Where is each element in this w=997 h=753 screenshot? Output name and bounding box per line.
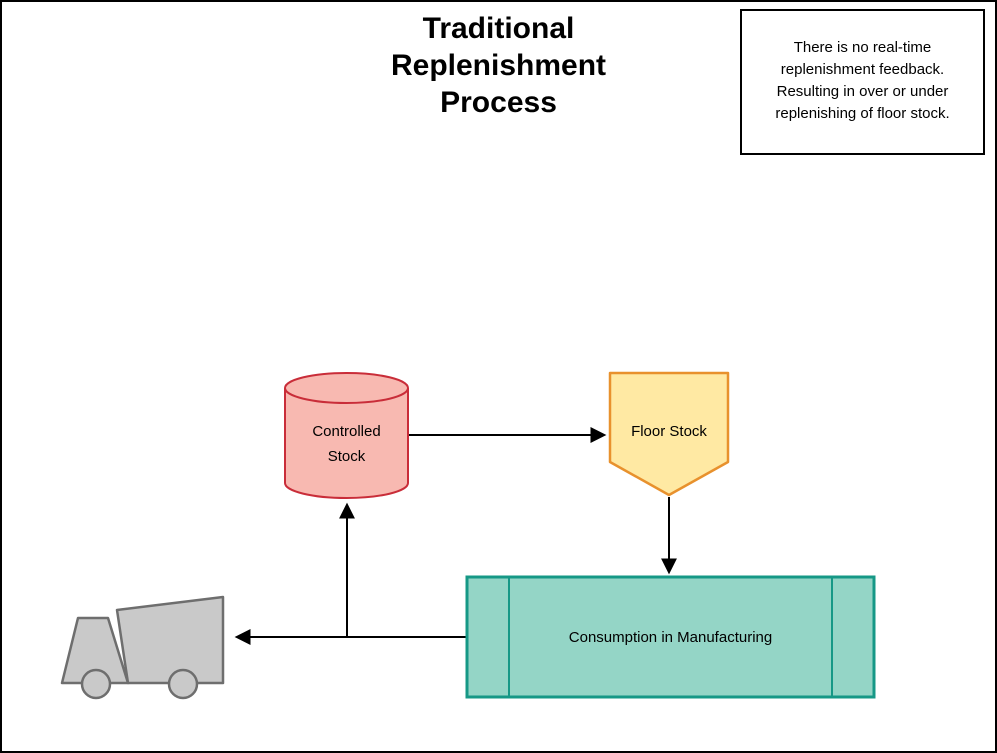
process-rect — [465, 575, 876, 699]
note-text: There is no real-time replenishment feed… — [775, 39, 950, 122]
cylinder-shape — [284, 372, 409, 499]
truck-icon — [60, 595, 225, 700]
page-title: Traditional Replenishment Process — [390, 12, 607, 119]
truck-wheel-front — [80, 668, 112, 700]
floor-stock-node — [608, 371, 730, 497]
controlled-stock-node — [284, 372, 409, 499]
truck-wheel-rear — [167, 668, 199, 700]
note-box: There is no real-time replenishment feed… — [740, 9, 985, 155]
consumption-node — [465, 575, 876, 699]
truck-body — [115, 595, 225, 685]
cylinder-rim — [284, 387, 409, 404]
